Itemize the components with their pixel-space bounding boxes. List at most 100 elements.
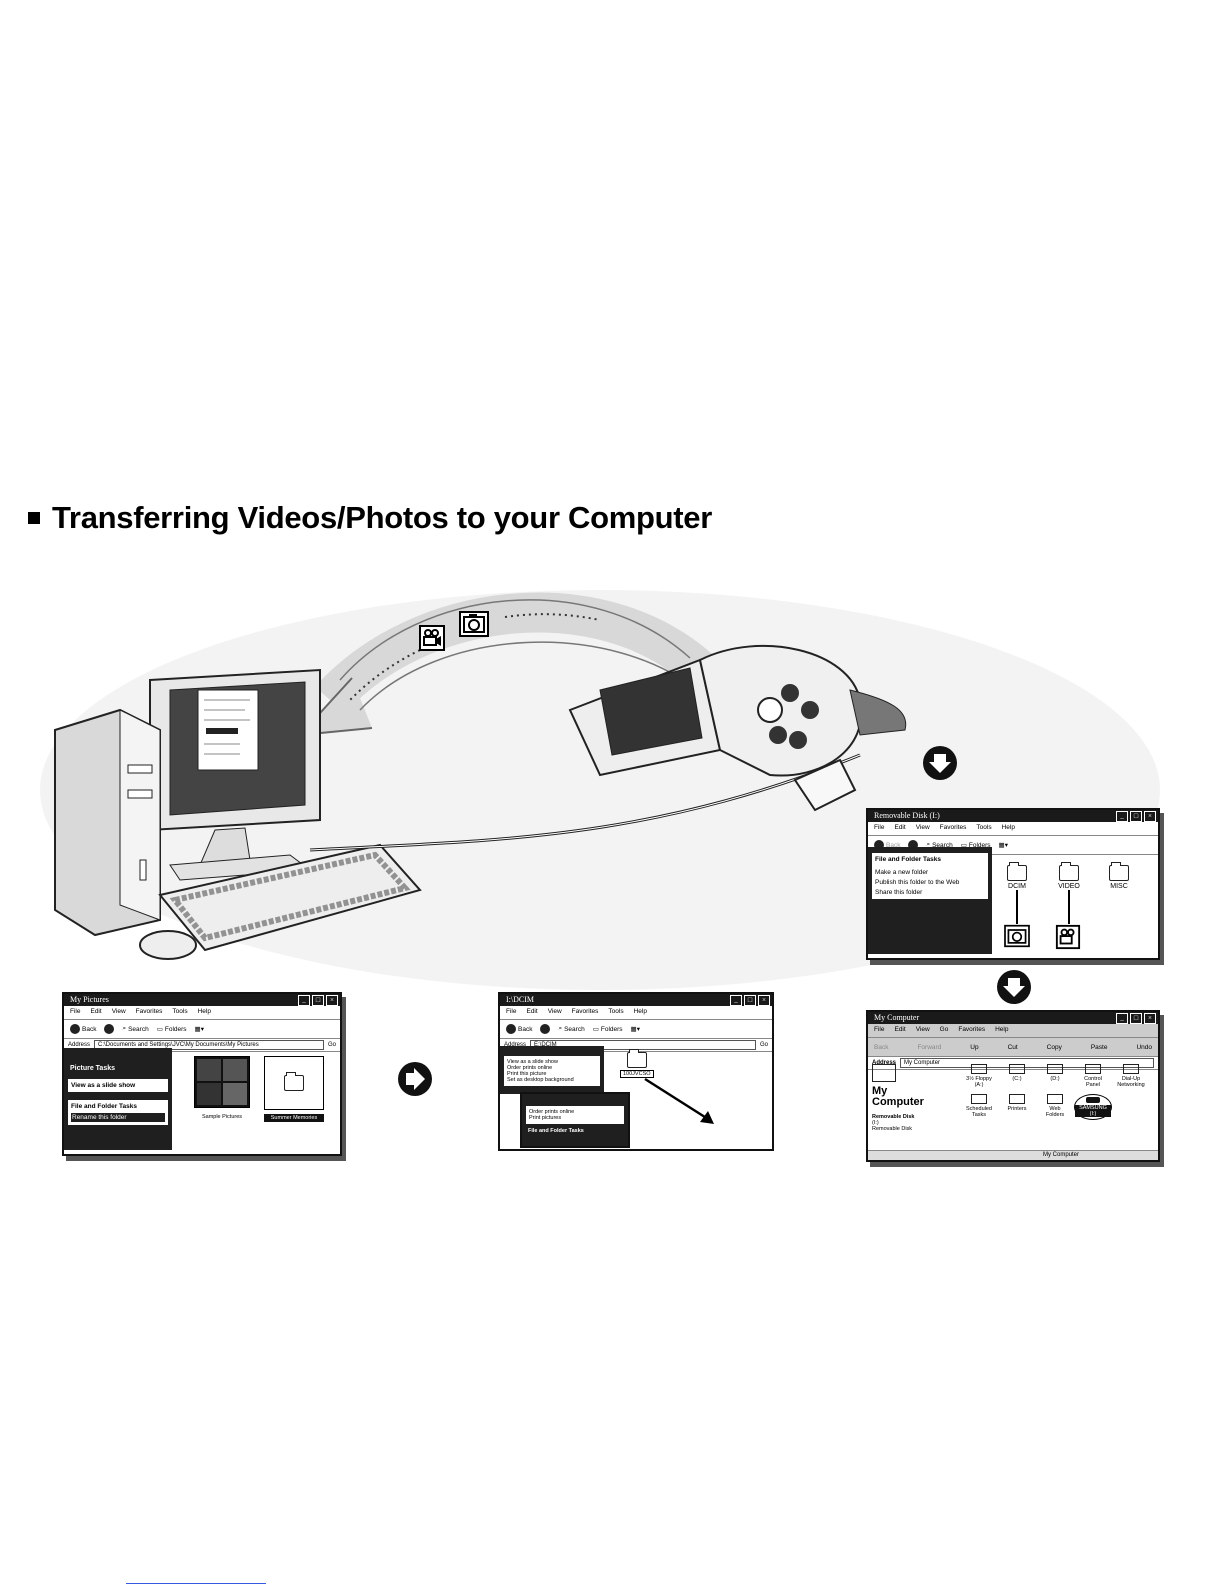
folders-button[interactable]: ▭Folders	[156, 1025, 187, 1034]
menu-edit[interactable]: Edit	[90, 1008, 102, 1015]
window-title-text: Removable Disk (I:)	[874, 811, 940, 820]
task-order-prints[interactable]: Order prints online	[529, 1109, 575, 1115]
close-button[interactable]: ×	[758, 995, 770, 1006]
folders-button[interactable]: ▭Folders	[592, 1025, 623, 1034]
back-button[interactable]: Back	[874, 1043, 889, 1051]
menu-edit[interactable]: Edit	[894, 1026, 906, 1033]
folder-100jvcso[interactable]: 100JVCSO	[620, 1049, 654, 1078]
address-input[interactable]: E:\DCIM	[530, 1040, 756, 1050]
cut-button[interactable]: Cut	[1007, 1043, 1018, 1051]
search-button[interactable]: ⌕Search	[558, 1025, 585, 1033]
menu-help[interactable]: Help	[633, 1008, 647, 1015]
copy-button[interactable]: Copy	[1046, 1043, 1062, 1051]
menu-view[interactable]: View	[111, 1008, 126, 1015]
task-print-picture[interactable]: Print this picture	[507, 1071, 547, 1077]
search-button[interactable]: ⌕Search	[926, 841, 953, 849]
folder-dcim[interactable]: DCIM	[1006, 862, 1028, 890]
menu-help[interactable]: Help	[995, 1026, 1009, 1033]
maximize-button[interactable]: □	[1130, 1013, 1142, 1024]
folders-button[interactable]: ▭Folders	[960, 841, 991, 850]
transfer-illustration	[40, 590, 1160, 990]
menu-view[interactable]: View	[915, 824, 930, 831]
back-button[interactable]: Back	[506, 1024, 532, 1034]
minimize-button[interactable]: _	[1116, 1013, 1128, 1024]
menu-edit[interactable]: Edit	[894, 824, 906, 831]
menu-favorites[interactable]: Favorites	[571, 1008, 599, 1015]
views-icon[interactable]: ▦▾	[630, 1026, 640, 1033]
maximize-button[interactable]: □	[1130, 811, 1142, 822]
drive-floppy[interactable]: 3½ Floppy(A:)	[960, 1064, 998, 1088]
keyboard-illustration	[158, 843, 422, 952]
menu-view[interactable]: View	[915, 1026, 930, 1033]
address-input[interactable]: My Computer	[900, 1058, 1154, 1068]
minimize-button[interactable]: _	[730, 995, 742, 1006]
menu-favorites[interactable]: Favorites	[939, 824, 967, 831]
task-header: File and Folder Tasks	[71, 1103, 137, 1110]
task-print-pictures[interactable]: Print pictures	[529, 1115, 562, 1121]
task-slide-show[interactable]: View as a slide show	[71, 1082, 136, 1089]
folder-icon	[1007, 862, 1027, 881]
task-order-prints[interactable]: Order prints online	[507, 1065, 553, 1071]
menu-file[interactable]: File	[874, 1026, 885, 1033]
views-icon[interactable]: ▦▾	[194, 1026, 204, 1033]
go-button[interactable]: Go	[327, 1042, 336, 1048]
menu-tools[interactable]: Tools	[172, 1008, 188, 1015]
forward-icon[interactable]	[104, 1024, 115, 1034]
folder-misc[interactable]: MISC	[1108, 862, 1130, 890]
minimize-button[interactable]: _	[298, 995, 310, 1006]
folder-icon: ▭	[592, 1026, 599, 1033]
menu-file[interactable]: File	[874, 824, 885, 831]
menu-tools[interactable]: Tools	[608, 1008, 624, 1015]
paste-button[interactable]: Paste	[1090, 1043, 1108, 1051]
task-set-background[interactable]: Set as desktop background	[507, 1077, 574, 1083]
folder-sample-pictures[interactable]: Sample Pictures	[194, 1056, 250, 1120]
search-button[interactable]: ⌕Search	[122, 1025, 149, 1033]
forward-icon[interactable]	[908, 840, 919, 850]
go-button[interactable]: Go	[759, 1042, 768, 1048]
folder-icon	[284, 1072, 304, 1091]
printers[interactable]: Printers	[998, 1094, 1036, 1120]
menu-go[interactable]: Go	[939, 1026, 949, 1033]
address-input[interactable]: C:\Documents and Settings\JVC\My Documen…	[94, 1040, 324, 1050]
task-share-folder[interactable]: Share this folder	[875, 889, 923, 896]
samsung-drive[interactable]: SAMSUNG (I:)	[1074, 1094, 1112, 1120]
computer-icon	[872, 1064, 896, 1082]
folder-label: DCIM	[1008, 883, 1026, 890]
minimize-button[interactable]: _	[1116, 811, 1128, 822]
menu-help[interactable]: Help	[1001, 824, 1015, 831]
task-rename-folder[interactable]: Rename this folder	[71, 1113, 165, 1122]
folder-summer-memories[interactable]: Summer Memories	[264, 1056, 324, 1122]
menu-bar: File Edit View Favorites Tools Help	[868, 822, 1158, 836]
menu-favorites[interactable]: Favorites	[135, 1008, 163, 1015]
menu-file[interactable]: File	[506, 1008, 517, 1015]
menu-edit[interactable]: Edit	[526, 1008, 538, 1015]
task-slide-show[interactable]: View as a slide show	[507, 1059, 558, 1065]
undo-button[interactable]: Undo	[1136, 1043, 1152, 1051]
drive-d[interactable]: (D:)	[1036, 1064, 1074, 1088]
menu-help[interactable]: Help	[197, 1008, 211, 1015]
task-publish-folder[interactable]: Publish this folder to the Web	[875, 879, 960, 886]
maximize-button[interactable]: □	[744, 995, 756, 1006]
menu-tools[interactable]: Tools	[976, 824, 992, 831]
task-make-folder[interactable]: Make a new folder	[875, 869, 929, 876]
views-icon[interactable]: ▦▾	[998, 842, 1008, 849]
folder-icon: ▭	[156, 1026, 163, 1033]
drive-c[interactable]: (C:)	[998, 1064, 1036, 1088]
close-button[interactable]: ×	[1144, 1013, 1156, 1024]
folder-video[interactable]: VIDEO	[1056, 862, 1082, 890]
back-button[interactable]: Back	[874, 840, 900, 850]
close-button[interactable]: ×	[326, 995, 338, 1006]
menu-favorites[interactable]: Favorites	[958, 1026, 986, 1033]
forward-button[interactable]: Forward	[917, 1043, 942, 1051]
forward-icon[interactable]	[540, 1024, 551, 1034]
menu-view[interactable]: View	[547, 1008, 562, 1015]
up-button[interactable]: Up	[970, 1043, 979, 1051]
menu-file[interactable]: File	[70, 1008, 81, 1015]
maximize-button[interactable]: □	[312, 995, 324, 1006]
close-button[interactable]: ×	[1144, 811, 1156, 822]
back-button[interactable]: Back	[70, 1024, 96, 1034]
